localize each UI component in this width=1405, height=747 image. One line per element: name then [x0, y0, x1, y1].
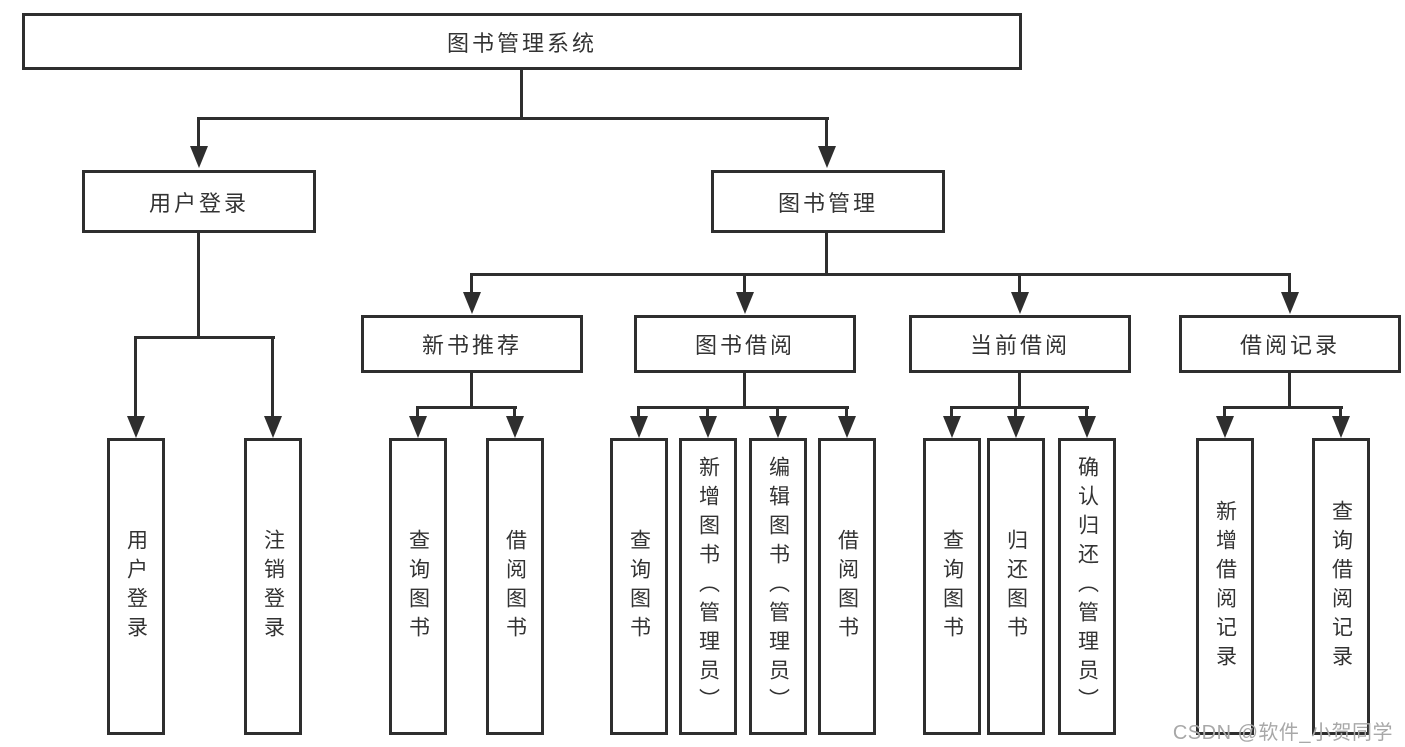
- connector-book-mgmt-branch: [470, 273, 1291, 276]
- connector-book-mgmt-stem: [825, 232, 828, 276]
- node-label: 图书管理: [777, 190, 878, 216]
- arrowhead-icon: [190, 146, 208, 168]
- leaf-return-books: 归还图书: [987, 438, 1045, 735]
- leaf-query-books-borrow: 查询图书: [610, 438, 668, 735]
- arrowhead-icon: [769, 416, 787, 438]
- node-label: 用户登录: [148, 190, 249, 216]
- node-label: 新书推荐: [421, 333, 522, 358]
- arrowhead-icon: [506, 416, 524, 438]
- node-user-login: 用户登录: [82, 170, 316, 233]
- leaf-query-books-current: 查询图书: [923, 438, 981, 735]
- node-label: 归还图书: [1004, 528, 1028, 645]
- connector-arrow-stem: [1223, 409, 1226, 418]
- leaf-query-books-recommend: 查询图书: [389, 438, 447, 735]
- connector-arrow-stem: [513, 409, 516, 418]
- connector-arrow-stem: [1339, 409, 1342, 418]
- arrowhead-icon: [1007, 416, 1025, 438]
- node-borrowing-records: 借阅记录: [1179, 315, 1401, 373]
- arrowhead-icon: [838, 416, 856, 438]
- connector-borrow-branch: [637, 406, 849, 409]
- watermark: CSDN @软件_小贺同学: [1172, 722, 1393, 744]
- node-label: 借阅记录: [1239, 333, 1340, 358]
- node-label: 借阅图书: [503, 528, 527, 645]
- arrowhead-icon: [1216, 416, 1234, 438]
- node-label: 确认归还（管理员）: [1075, 456, 1099, 717]
- connector-root-stem: [520, 69, 523, 120]
- node-label: 图书借阅: [694, 333, 795, 358]
- node-new-book-recommend: 新书推荐: [361, 315, 583, 373]
- node-label: 编辑图书（管理员）: [766, 456, 790, 717]
- node-label: 注销登录: [261, 528, 285, 645]
- leaf-add-books-admin: 新增图书（管理员）: [679, 438, 737, 735]
- connector-arrow-stem: [1014, 409, 1017, 418]
- node-label: 借阅图书: [835, 528, 859, 645]
- arrowhead-icon: [1078, 416, 1096, 438]
- connector-user-login-stem: [197, 232, 200, 336]
- connector-arrow-stem: [197, 120, 200, 148]
- arrowhead-icon: [1281, 292, 1299, 314]
- connector-borrow-stem: [743, 372, 746, 409]
- node-label: 查询借阅记录: [1329, 499, 1353, 674]
- arrowhead-icon: [264, 416, 282, 438]
- connector-arrow-stem: [134, 339, 137, 417]
- arrowhead-icon: [699, 416, 717, 438]
- connector-records-branch: [1223, 406, 1343, 409]
- node-label: 新增借阅记录: [1213, 499, 1237, 674]
- arrowhead-icon: [1332, 416, 1350, 438]
- connector-level1-branch: [197, 117, 829, 120]
- leaf-user-login: 用户登录: [107, 438, 165, 735]
- node-label: 新增图书（管理员）: [696, 456, 720, 717]
- arrowhead-icon: [736, 292, 754, 314]
- node-label: 查询图书: [406, 528, 430, 645]
- connector-arrow-stem: [743, 276, 746, 294]
- connector-arrow-stem: [776, 409, 779, 418]
- connector-arrow-stem: [1288, 276, 1291, 294]
- arrowhead-icon: [630, 416, 648, 438]
- connector-new-book-stem: [470, 372, 473, 409]
- connector-user-login-branch: [134, 336, 275, 339]
- connector-arrow-stem: [1085, 409, 1088, 418]
- connector-arrow-stem: [470, 276, 473, 294]
- connector-current-branch: [950, 406, 1089, 409]
- connector-new-book-branch: [416, 406, 517, 409]
- connector-arrow-stem: [825, 120, 828, 148]
- node-book-borrowing: 图书借阅: [634, 315, 856, 373]
- node-book-management: 图书管理: [711, 170, 945, 233]
- leaf-logout: 注销登录: [244, 438, 302, 735]
- connector-arrow-stem: [637, 409, 640, 418]
- leaf-edit-books-admin: 编辑图书（管理员）: [749, 438, 807, 735]
- leaf-add-borrow-record: 新增借阅记录: [1196, 438, 1254, 735]
- connector-arrow-stem: [706, 409, 709, 418]
- connector-arrow-stem: [845, 409, 848, 418]
- arrowhead-icon: [127, 416, 145, 438]
- node-library-system: 图书管理系统: [22, 13, 1022, 70]
- arrowhead-icon: [1011, 292, 1029, 314]
- arrowhead-icon: [943, 416, 961, 438]
- connector-arrow-stem: [271, 339, 274, 417]
- node-label: 查询图书: [627, 528, 651, 645]
- arrowhead-icon: [463, 292, 481, 314]
- arrowhead-icon: [409, 416, 427, 438]
- leaf-query-borrow-record: 查询借阅记录: [1312, 438, 1370, 735]
- leaf-borrow-books-recommend: 借阅图书: [486, 438, 544, 735]
- connector-arrow-stem: [1018, 276, 1021, 294]
- connector-records-stem: [1288, 372, 1291, 409]
- connector-current-stem: [1018, 372, 1021, 409]
- node-label: 图书管理系统: [446, 30, 597, 56]
- node-label: 查询图书: [940, 528, 964, 645]
- connector-arrow-stem: [416, 409, 419, 418]
- leaf-borrow-books: 借阅图书: [818, 438, 876, 735]
- node-current-borrowing: 当前借阅: [909, 315, 1131, 373]
- arrowhead-icon: [818, 146, 836, 168]
- leaf-confirm-return-admin: 确认归还（管理员）: [1058, 438, 1116, 735]
- node-label: 用户登录: [124, 528, 148, 645]
- node-label: 当前借阅: [969, 333, 1070, 358]
- connector-arrow-stem: [950, 409, 953, 418]
